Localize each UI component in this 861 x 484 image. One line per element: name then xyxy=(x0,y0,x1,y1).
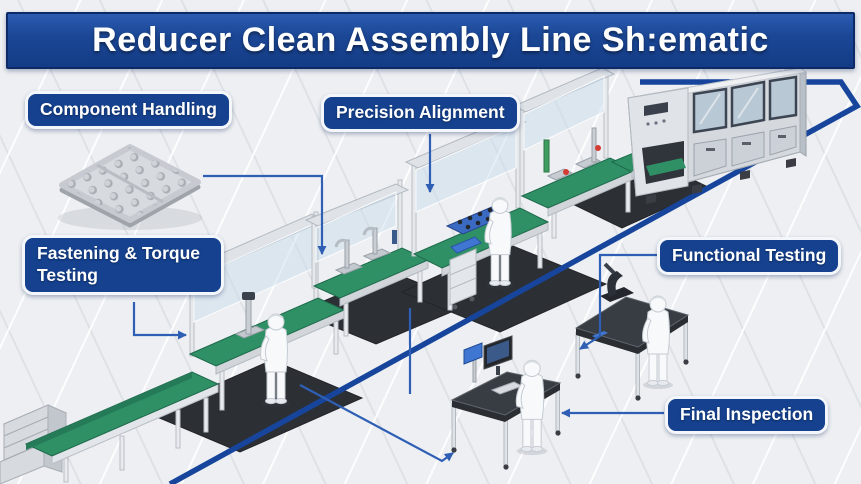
control-screen xyxy=(450,236,482,254)
post-fixture xyxy=(591,127,597,163)
callout-fastening-torque-testing: Fastening & Torque Testing xyxy=(22,235,224,295)
final-inspection-table xyxy=(450,335,562,470)
callout-precision-alignment: Precision Alignment xyxy=(321,94,520,132)
frame-post xyxy=(411,159,417,257)
clear-panel xyxy=(415,125,517,213)
microscope xyxy=(600,262,634,302)
infeed-conveyor xyxy=(24,371,220,483)
equipment-cart xyxy=(449,236,482,310)
machine-foot xyxy=(692,184,702,194)
light-bar xyxy=(304,183,410,227)
outfeed-workbench xyxy=(512,65,638,239)
light-bar xyxy=(512,67,616,113)
dispenser-fixture xyxy=(362,226,392,261)
green-tool xyxy=(543,139,550,173)
clear-panel xyxy=(523,75,605,151)
callout-final-inspection: Final Inspection xyxy=(665,396,829,434)
machine-foot xyxy=(646,194,656,204)
machine-door xyxy=(693,138,727,177)
test-machine xyxy=(626,67,808,204)
red-button xyxy=(595,145,601,151)
assembly-workbench xyxy=(304,179,430,337)
frame-post xyxy=(311,215,317,289)
connector-to-final-inspection xyxy=(299,384,454,463)
callout-functional-testing: Functional Testing xyxy=(657,237,842,275)
component-tray xyxy=(58,144,202,230)
frame-post xyxy=(519,103,525,197)
bottle xyxy=(392,230,397,244)
torque-tool xyxy=(234,292,266,339)
machine-foot xyxy=(786,158,796,168)
callout-connectors xyxy=(132,134,664,463)
dispenser-fixture xyxy=(334,238,364,275)
machine-foot xyxy=(740,170,750,180)
machine-display xyxy=(644,102,668,116)
anti-fatigue-mat xyxy=(148,359,364,453)
connector-component-handling xyxy=(203,174,327,255)
machine-window xyxy=(768,75,798,121)
title-banner: Reducer Clean Assembly Line Sh:ematic xyxy=(6,12,855,69)
frame-post xyxy=(603,65,609,159)
connector-fastening-torque xyxy=(132,302,187,340)
machine-door xyxy=(731,131,765,167)
machine-belt xyxy=(646,158,686,176)
page-title: Reducer Clean Assembly Line Sh:ematic xyxy=(92,21,769,59)
machine-door xyxy=(769,125,797,156)
red-button xyxy=(563,169,569,175)
computer-monitor xyxy=(483,335,513,375)
aux-display xyxy=(463,342,483,383)
connector-functional-testing xyxy=(579,253,657,350)
callout-component-handling: Component Handling xyxy=(25,91,232,129)
